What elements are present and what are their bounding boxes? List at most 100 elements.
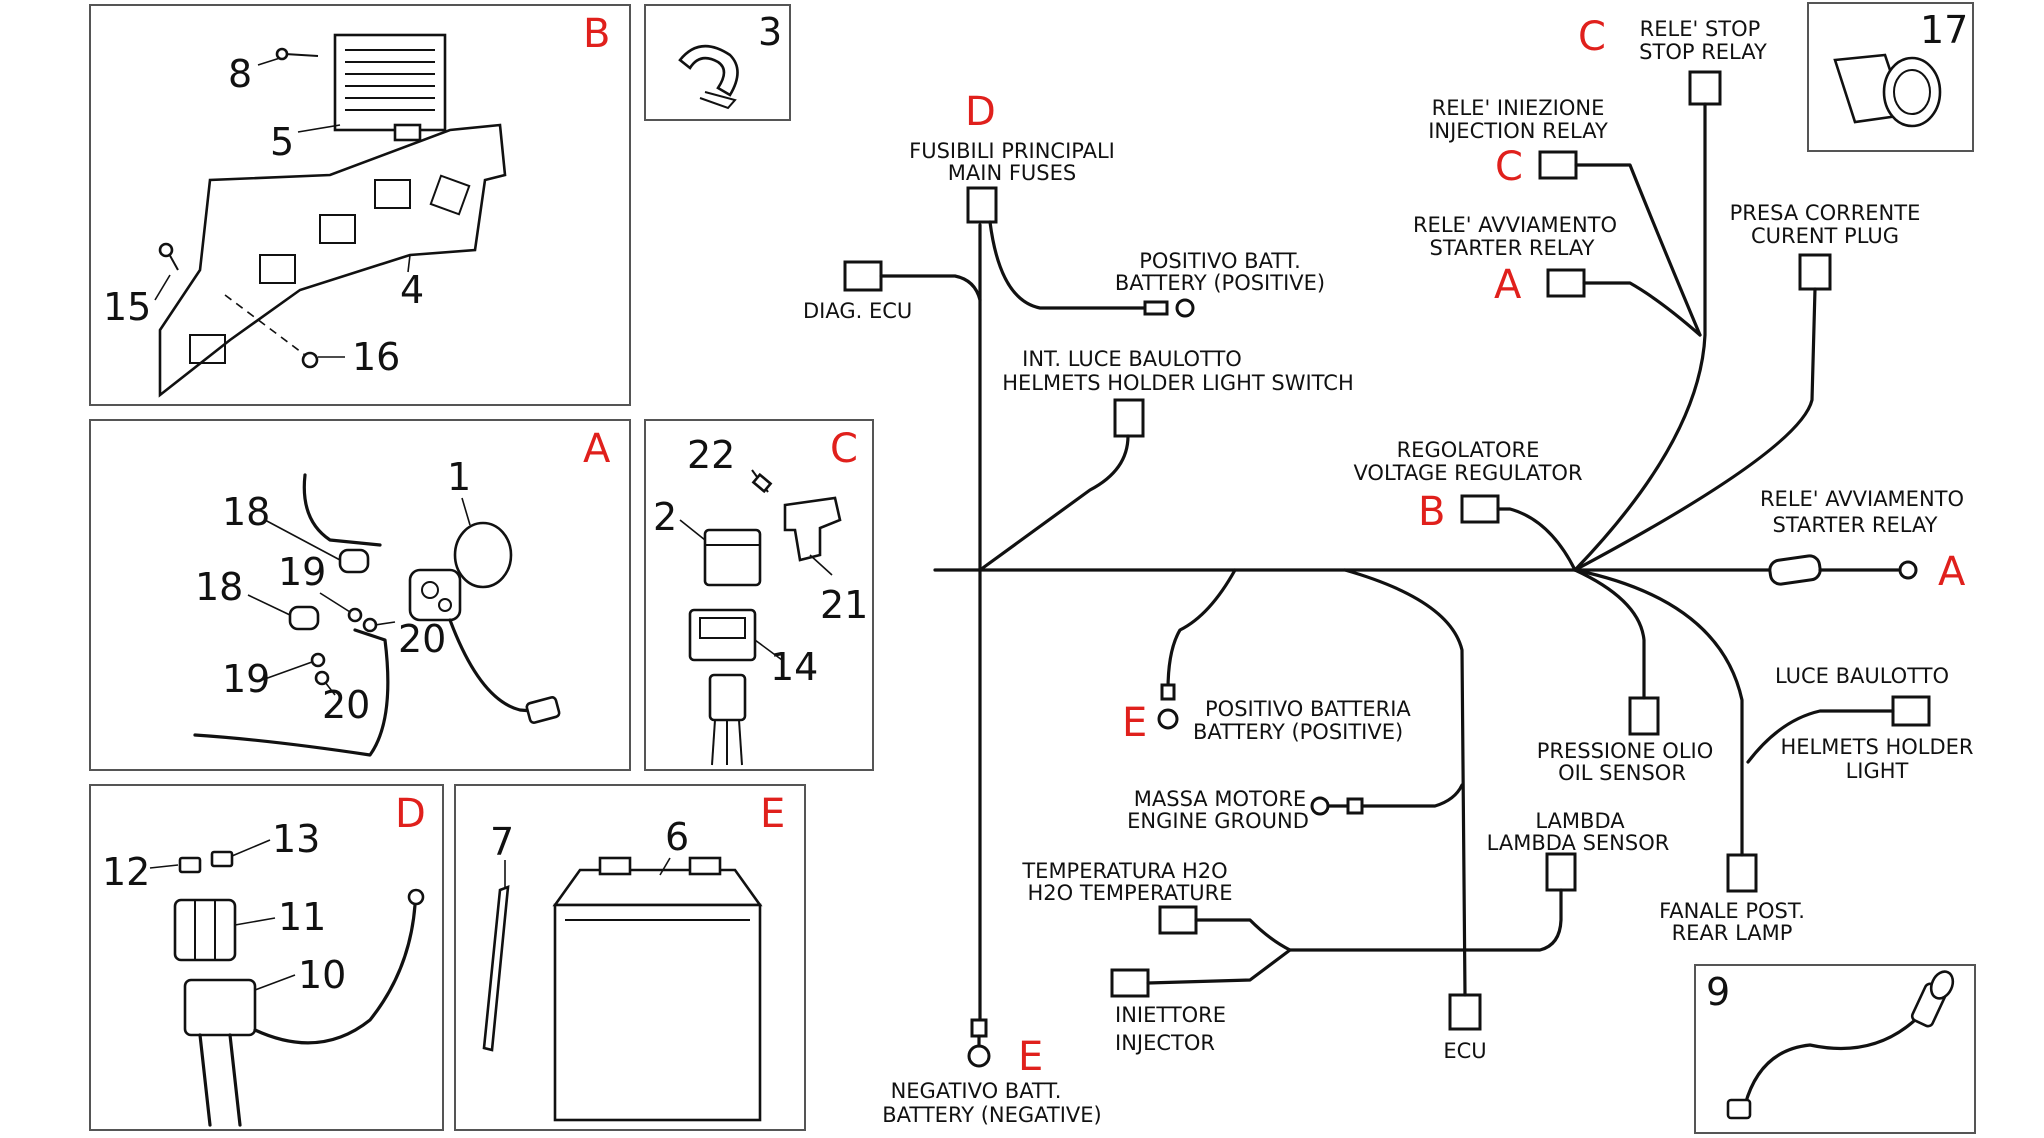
stop-relay-connector [1688,70,1722,106]
rear-lamp-label-en: REAR LAMP [1672,921,1793,945]
panel-a-letter: A [583,426,611,472]
mounting-bracket [158,123,507,398]
screw-15 [158,242,179,271]
wire-lambda [1288,888,1563,952]
nut-dash-line [224,294,306,356]
part-number: 6 [665,815,689,859]
voltage-regulator-label-en: VOLTAGE REGULATOR [1353,461,1582,485]
part-number: 3 [758,10,782,54]
panel-c-frame [644,419,874,771]
washer-19 [347,607,363,623]
voltage-regulator-connector [1460,494,1500,524]
part-number: 17 [1920,8,1968,52]
fuse-13 [210,850,234,868]
injection-relay-label-en: INJECTION RELAY [1428,119,1608,143]
panel-3-frame [644,4,791,121]
light-harness-connector [1726,1098,1752,1120]
injector-label-en: INJECTOR [1115,1031,1215,1055]
part-number: 7 [490,820,514,864]
voltage-regulator-letter: B [1418,489,1445,535]
stop-relay-label-en: STOP RELAY [1639,40,1767,64]
battery-negative-lug [970,1018,988,1038]
relay-cable-terminal [525,696,561,724]
part-number: 4 [400,268,424,312]
relay-connector-part [708,673,747,766]
part-number: 19 [222,657,270,701]
part-number: 15 [103,285,151,329]
power-socket-part [1833,53,1942,128]
stop-relay-letter: C [1578,14,1606,60]
battery-positive-mid-lug [1160,683,1176,701]
battery-positive-lug [1143,300,1169,316]
panel-a-frame [89,419,631,771]
wire-ecu [1343,568,1467,997]
lambda-label-en: LAMBDA SENSOR [1487,831,1670,855]
part-number: 22 [687,433,735,477]
bracket-slot [319,214,356,244]
battery-cable [193,628,390,757]
panel-a: A 1 18 18 19 19 20 20 [89,419,631,771]
wire-voltage-regulator [1496,507,1577,572]
wire-current-plug [1573,287,1817,572]
wire-helmets-switch [978,434,1130,572]
screw-8 [275,47,319,61]
helmet-light-part [1910,970,1955,1028]
starter-relay-connector [1546,268,1586,298]
bolt-18 [288,605,320,631]
screw-22 [751,469,773,494]
h2o-temperature-label-it: TEMPERATURA H2O [1021,859,1227,883]
wire-rear-lamp [1573,568,1744,857]
main-fuses-letter: D [965,89,996,135]
helmets-light-label-en-2: LIGHT [1846,759,1909,783]
bracket-slot [189,334,226,364]
fuse-cable [228,1033,242,1127]
part-number: 16 [352,335,400,379]
panel-e-letter: E [760,791,785,837]
injector-label-it: INIETTORE [1115,1003,1226,1027]
relay-part [703,528,762,587]
starter-relay-terminal [1898,560,1918,580]
bracket-slot [259,254,296,284]
wire-oil-sensor [1573,568,1646,700]
part-number: 18 [195,565,243,609]
part-number: 20 [322,683,370,727]
wire-starter-relay [1582,281,1702,337]
lambda-sensor-connector [1545,852,1577,892]
wiring-harness [843,70,1931,1068]
oil-sensor-connector [1628,696,1660,736]
starter-relay-part [408,568,462,622]
fuse-holder-part [173,898,237,962]
main-fuses-label-it: FUSIBILI PRINCIPALI [909,139,1115,163]
starter-relay-label-it: RELE' AVVIAMENTO [1413,213,1617,237]
voltage-regulator-label-it: REGOLATORE [1397,438,1540,462]
starter-relay-right-letter: A [1938,549,1966,595]
cable-clip-part [678,44,739,97]
part-number: 8 [228,52,252,96]
ecu-connector [1448,993,1482,1031]
relay-socket-part [688,608,757,662]
panel-17: 17 [1807,2,1974,152]
battery-part [552,856,763,1122]
washer-20 [362,617,378,633]
diag-ecu-label: DIAG. ECU [803,299,912,323]
battery-vent-tube [482,885,510,1052]
injection-relay-label-it: RELE' INIEZIONE [1432,96,1605,120]
battery-negative-label-en: BATTERY (NEGATIVE) [882,1103,1101,1127]
battery-positive-mid-label-it: POSITIVO BATTERIA [1205,697,1411,721]
wire-helmets-light [1746,709,1895,764]
starter-relay-terminal-boot [1768,554,1822,586]
panel-c-letter: C [830,426,858,472]
panel-b: B [89,4,631,406]
panel-d-frame [89,784,444,1131]
battery-positive-terminal [1175,298,1195,318]
wire-stop-relay [1573,102,1707,572]
panel-d: D 12 13 11 10 [89,784,444,1131]
part-number: 13 [272,817,320,861]
washer-19 [310,652,326,668]
current-plug-label-it: PRESA CORRENTE [1730,201,1921,225]
panel-c: C 22 2 21 14 [644,419,874,771]
injector-connector [1110,968,1150,998]
oil-sensor-label-en: OIL SENSOR [1558,761,1686,785]
part-number: 14 [770,645,818,689]
wire-engine-ground [1326,783,1464,808]
